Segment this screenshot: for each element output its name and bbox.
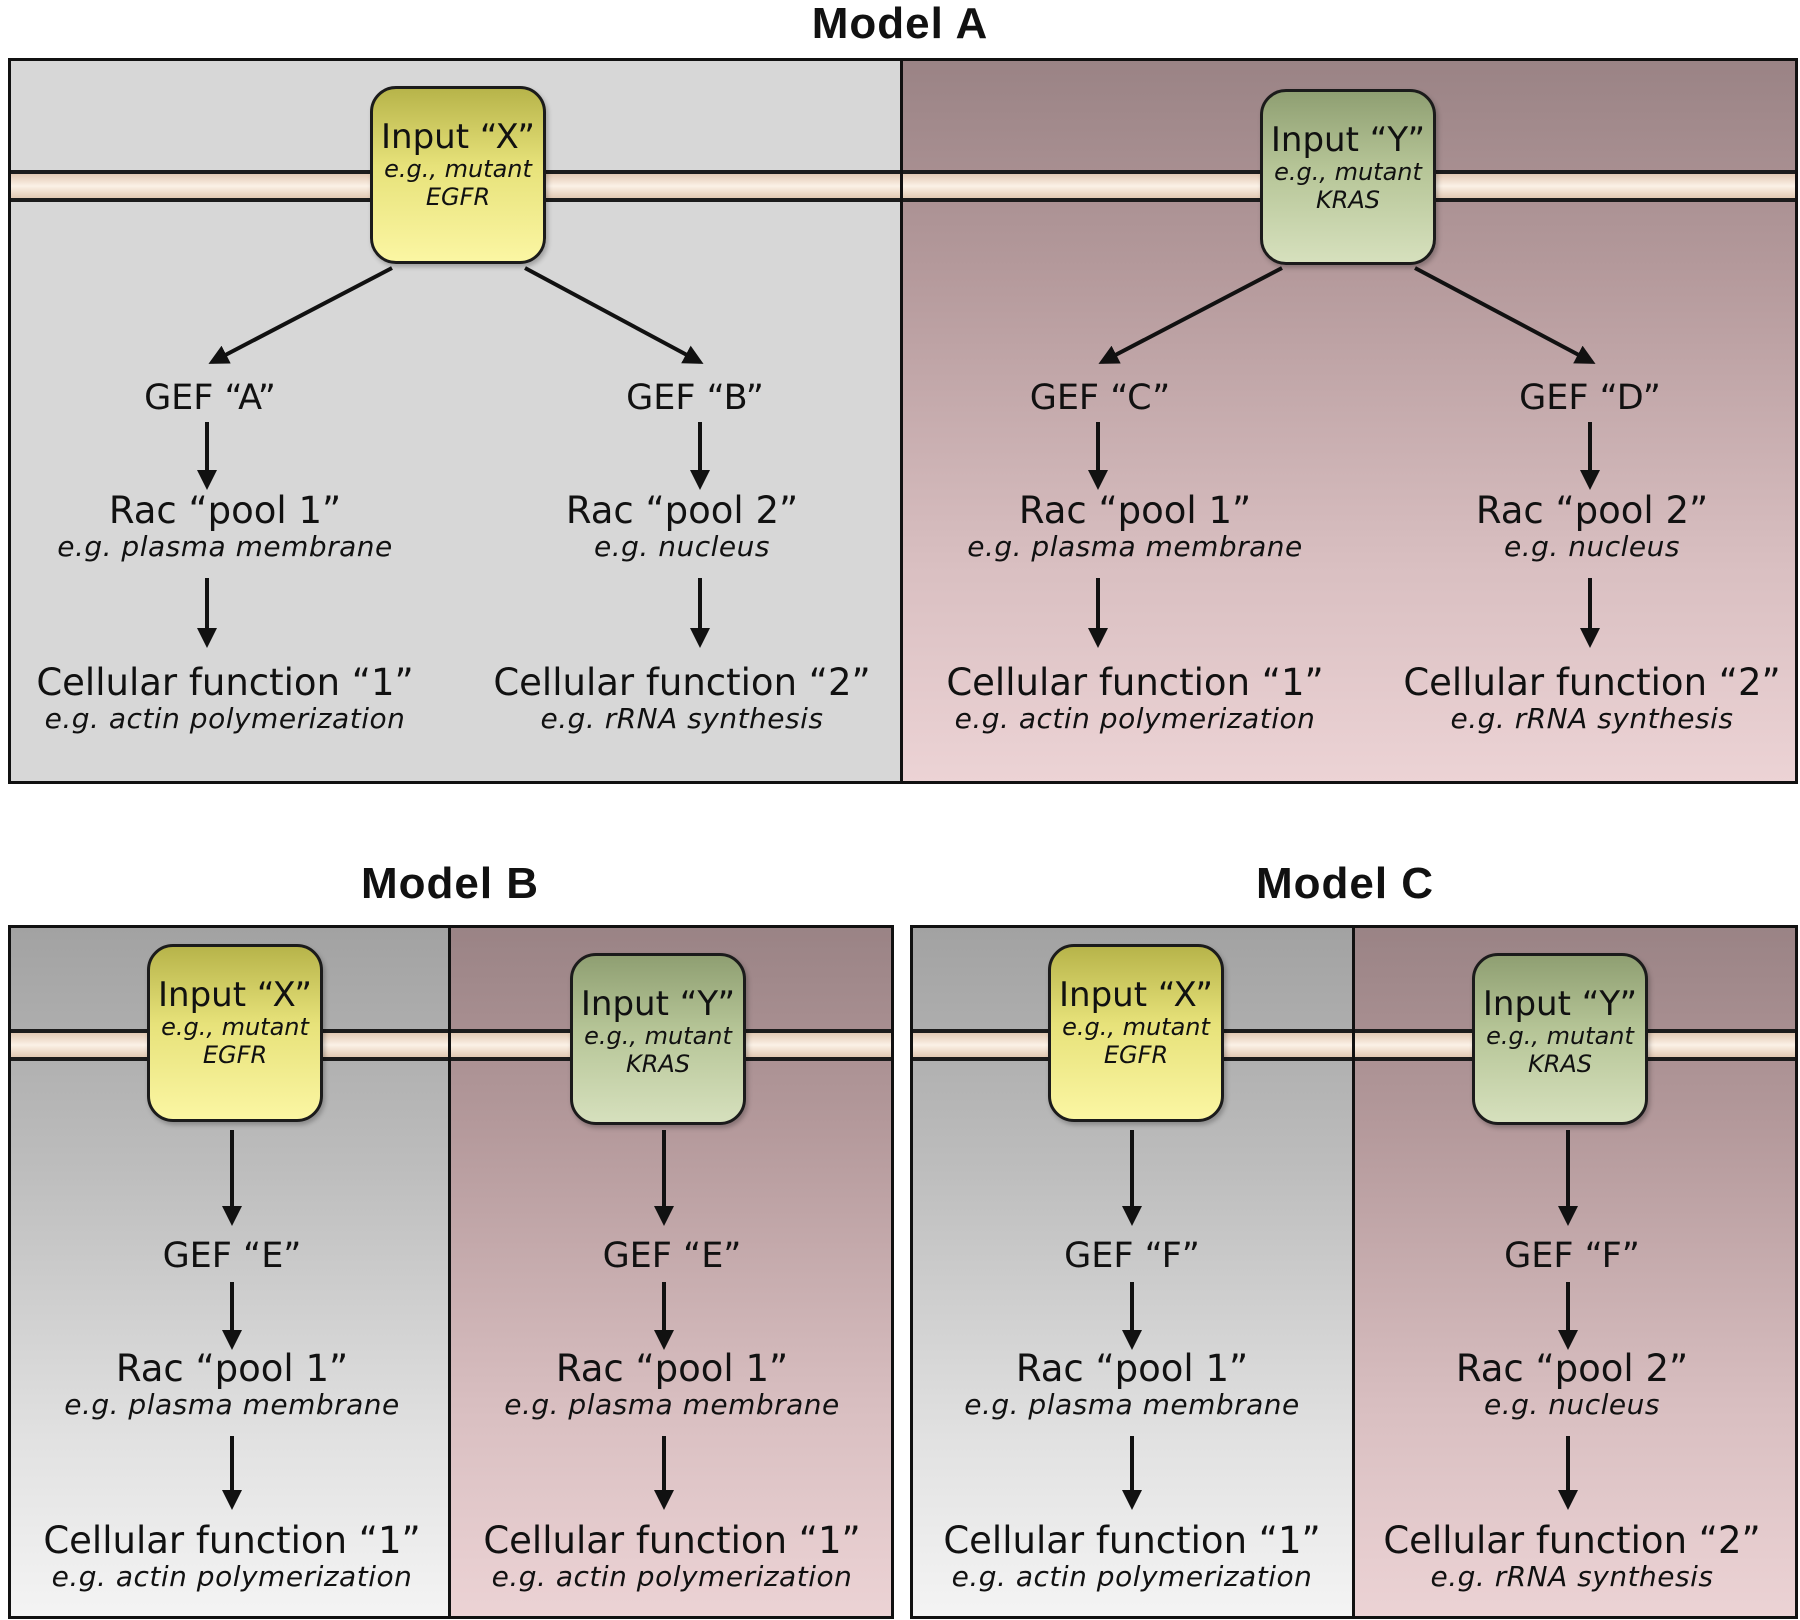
rac-pool-label: Rac “pool 2”	[1475, 489, 1709, 532]
gef-d-label: GEF “D”	[1519, 378, 1661, 418]
rac-pool-node: Rac “pool 1” e.g. plasma membrane	[504, 1350, 840, 1419]
cellular-function-node: Cellular function “2” e.g. rRNA synthesi…	[1383, 1522, 1760, 1591]
cellular-function-node: Cellular function “2” e.g. rRNA synthesi…	[1403, 664, 1780, 733]
input-y-box: Input “Y” e.g., mutant KRAS	[570, 953, 746, 1125]
rac-pool-location: e.g. plasma membrane	[504, 1388, 840, 1421]
cellular-function-label: Cellular function “1”	[43, 1519, 421, 1562]
model-c-divider	[1352, 925, 1355, 1619]
input-x-title: Input “X”	[158, 975, 312, 1015]
cellular-function-example: e.g. actin polymerization	[44, 702, 406, 735]
rac-pool-location: e.g. nucleus	[1504, 530, 1680, 563]
cellular-function-label: Cellular function “1”	[946, 661, 1324, 704]
cellular-function-label: Cellular function “1”	[483, 1519, 861, 1562]
cellular-function-node: Cellular function “2” e.g. rRNA synthesi…	[493, 664, 870, 733]
input-x-example: e.g., mutant	[384, 155, 532, 184]
cellular-function-label: Cellular function “2”	[1403, 661, 1781, 704]
model-a-title: Model A	[811, 0, 989, 48]
model-a-divider	[900, 58, 903, 784]
cellular-function-node: Cellular function “1” e.g. actin polymer…	[483, 1522, 860, 1591]
cellular-function-node: Cellular function “1” e.g. actin polymer…	[43, 1522, 420, 1591]
input-y-title: Input “Y”	[1482, 984, 1638, 1024]
model-b-title: Model B	[360, 859, 540, 908]
input-y-example: e.g., mutant	[1274, 158, 1422, 187]
gef-e-label: GEF “E”	[162, 1236, 302, 1276]
cellular-function-label: Cellular function “1”	[943, 1519, 1321, 1562]
input-x-box: Input “X” e.g., mutant EGFR	[1048, 944, 1224, 1122]
cellular-function-example: e.g. actin polymerization	[51, 1560, 413, 1593]
rac-pool-node: Rac “pool 1” e.g. plasma membrane	[57, 492, 393, 561]
rac-pool-node: Rac “pool 1” e.g. plasma membrane	[964, 1350, 1300, 1419]
input-x-title: Input “X”	[1059, 975, 1213, 1015]
input-y-box: Input “Y” e.g., mutant KRAS	[1472, 953, 1648, 1125]
rac-pool-label: Rac “pool 2”	[565, 489, 799, 532]
model-a-frame	[8, 58, 1798, 784]
gef-c-label: GEF “C”	[1029, 378, 1171, 418]
cellular-function-node: Cellular function “1” e.g. actin polymer…	[946, 664, 1323, 733]
gef-b-label: GEF “B”	[626, 378, 764, 418]
model-b-frame	[8, 925, 894, 1619]
cellular-function-label: Cellular function “2”	[1383, 1519, 1761, 1562]
rac-pool-node: Rac “pool 2” e.g. nucleus	[1476, 492, 1708, 561]
input-y-gene: KRAS	[1315, 185, 1381, 214]
rac-pool-label: Rac “pool 1”	[108, 489, 342, 532]
rac-pool-location: e.g. nucleus	[594, 530, 770, 563]
input-x-gene: EGFR	[425, 182, 491, 211]
cellular-function-example: e.g. actin polymerization	[951, 1560, 1313, 1593]
rac-pool-label: Rac “pool 1”	[1015, 1347, 1249, 1390]
rac-pool-location: e.g. plasma membrane	[967, 530, 1303, 563]
gef-f-label: GEF “F”	[1064, 1236, 1200, 1276]
model-c-title: Model C	[1255, 859, 1435, 908]
gef-a-label: GEF “A”	[144, 378, 276, 418]
cellular-function-example: e.g. rRNA synthesis	[1430, 1560, 1714, 1593]
cellular-function-label: Cellular function “2”	[493, 661, 871, 704]
rac-pool-location: e.g. plasma membrane	[964, 1388, 1300, 1421]
model-b-divider	[448, 925, 451, 1619]
cellular-function-label: Cellular function “1”	[36, 661, 414, 704]
rac-pool-label: Rac “pool 1”	[555, 1347, 789, 1390]
rac-pool-node: Rac “pool 1” e.g. plasma membrane	[967, 492, 1303, 561]
input-x-box: Input “X” e.g., mutant EGFR	[370, 86, 546, 264]
input-x-example: e.g., mutant	[1062, 1013, 1210, 1042]
rac-pool-node: Rac “pool 2” e.g. nucleus	[1456, 1350, 1688, 1419]
input-y-title: Input “Y”	[580, 984, 736, 1024]
input-y-box: Input “Y” e.g., mutant KRAS	[1260, 89, 1436, 265]
cellular-function-example: e.g. actin polymerization	[491, 1560, 853, 1593]
cellular-function-example: e.g. actin polymerization	[954, 702, 1316, 735]
cellular-function-node: Cellular function “1” e.g. actin polymer…	[36, 664, 413, 733]
cellular-function-example: e.g. rRNA synthesis	[1450, 702, 1734, 735]
input-y-title: Input “Y”	[1270, 120, 1426, 160]
rac-pool-label: Rac “pool 2”	[1455, 1347, 1689, 1390]
rac-pool-label: Rac “pool 1”	[1018, 489, 1252, 532]
input-y-example: e.g., mutant	[1486, 1022, 1634, 1051]
gef-e-label: GEF “E”	[602, 1236, 742, 1276]
rac-pool-location: e.g. plasma membrane	[64, 1388, 400, 1421]
input-x-gene: EGFR	[1103, 1040, 1169, 1069]
input-y-gene: KRAS	[1527, 1049, 1593, 1078]
rac-pool-label: Rac “pool 1”	[115, 1347, 349, 1390]
rac-pool-location: e.g. plasma membrane	[57, 530, 393, 563]
input-x-gene: EGFR	[202, 1040, 268, 1069]
cellular-function-node: Cellular function “1” e.g. actin polymer…	[943, 1522, 1320, 1591]
input-x-title: Input “X”	[381, 117, 535, 157]
input-x-box: Input “X” e.g., mutant EGFR	[147, 944, 323, 1122]
gef-f-label: GEF “F”	[1504, 1236, 1640, 1276]
rac-pool-node: Rac “pool 2” e.g. nucleus	[566, 492, 798, 561]
cellular-function-example: e.g. rRNA synthesis	[540, 702, 824, 735]
rac-pool-node: Rac “pool 1” e.g. plasma membrane	[64, 1350, 400, 1419]
input-x-example: e.g., mutant	[161, 1013, 309, 1042]
rac-pool-location: e.g. nucleus	[1484, 1388, 1660, 1421]
input-y-gene: KRAS	[625, 1049, 691, 1078]
input-y-example: e.g., mutant	[584, 1022, 732, 1051]
